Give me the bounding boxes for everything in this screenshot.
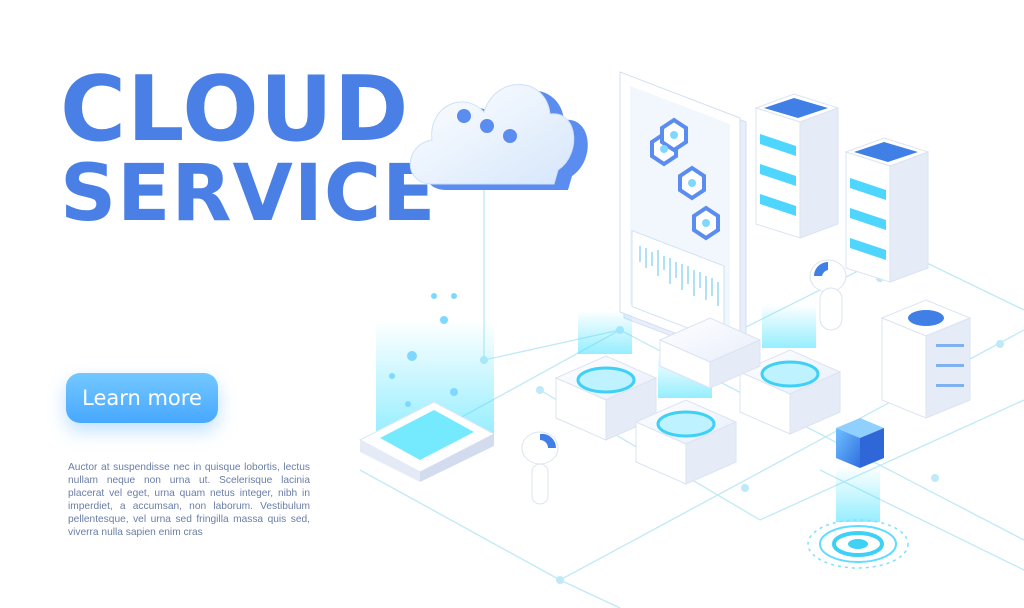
target-icon: [807, 519, 909, 569]
data-station-icon: [358, 293, 496, 482]
hero-title-line2: SERVICE: [60, 149, 437, 239]
hero-body-text: Auctor at suspendisse nec in quisque lob…: [68, 462, 310, 538]
drone-icon: [521, 259, 847, 505]
cube-icon: [836, 418, 884, 522]
server-rack-icon: [754, 93, 972, 419]
tablet-icon: [619, 71, 747, 365]
cloud-icon: [409, 84, 588, 190]
learn-more-button[interactable]: Learn more: [66, 373, 218, 423]
hero-title: CLOUD SERVICE: [60, 65, 437, 239]
hero-title-line1: CLOUD: [60, 57, 410, 162]
platform-boxes: [554, 304, 842, 485]
